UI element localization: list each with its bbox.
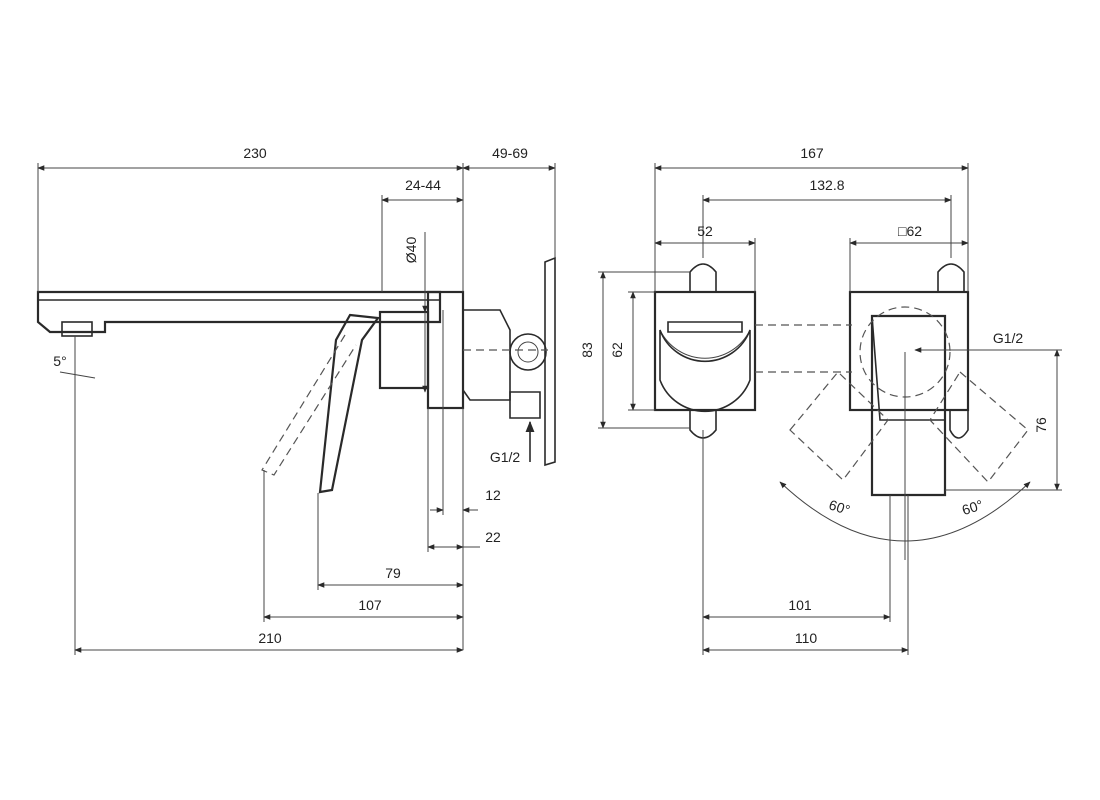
right-lug-bottom bbox=[949, 409, 969, 439]
lever-alt-position bbox=[261, 334, 357, 476]
dim-167-label: 167 bbox=[800, 145, 824, 161]
lever-rotated-right bbox=[929, 371, 1029, 483]
left-plate bbox=[653, 290, 757, 412]
dim-210-label: 210 bbox=[258, 630, 282, 646]
dim-12-label: 12 bbox=[485, 487, 501, 503]
dim-52-label: 52 bbox=[697, 223, 713, 239]
dim-5deg-label: 5° bbox=[53, 353, 66, 369]
valve-core bbox=[517, 341, 539, 363]
dim-110-label: 110 bbox=[795, 630, 818, 646]
dim-101-label: 101 bbox=[788, 597, 812, 613]
dim-1328-label: 132.8 bbox=[809, 177, 844, 193]
mixer-body bbox=[378, 310, 430, 390]
dim-62-label: 62 bbox=[609, 342, 625, 358]
spout-outline bbox=[36, 290, 442, 334]
angle-left-label: 60° bbox=[827, 496, 852, 518]
dim-62sq-label: □62 bbox=[898, 223, 922, 239]
dim-4969-label: 49-69 bbox=[492, 145, 528, 161]
front-view: 167 132.8 52 □62 83 62 G1/2 76 bbox=[579, 145, 1062, 655]
left-plate-curve bbox=[659, 329, 751, 359]
inlet-pipe bbox=[509, 391, 541, 419]
lever-handle bbox=[318, 313, 381, 494]
dim-d40-label: Ø40 bbox=[403, 237, 419, 264]
side-view: 230 49-69 24-44 Ø40 5° G1/2 12 22 7 bbox=[36, 145, 556, 655]
aerator bbox=[61, 321, 93, 337]
lever-rotated-left bbox=[789, 371, 889, 481]
dim-2444-label: 24-44 bbox=[405, 177, 441, 193]
front-inlet-label: G1/2 bbox=[993, 330, 1024, 346]
dim-83-label: 83 bbox=[579, 342, 595, 358]
dim-107-label: 107 bbox=[358, 597, 382, 613]
dim-22-label: 22 bbox=[485, 529, 501, 545]
front-lever-inner bbox=[871, 315, 946, 421]
valve-ring bbox=[509, 333, 547, 371]
cover-plate bbox=[426, 290, 465, 410]
mounting-box bbox=[544, 256, 556, 467]
valve-fitting bbox=[462, 309, 511, 401]
angle-right-label: 60° bbox=[960, 496, 985, 518]
dim-79-label: 79 bbox=[385, 565, 401, 581]
left-plate-arc bbox=[659, 329, 751, 413]
right-lug-top bbox=[937, 263, 965, 293]
right-plate bbox=[848, 290, 970, 412]
dim-5deg-line bbox=[59, 371, 96, 379]
left-plate-inner bbox=[667, 321, 743, 333]
dim-76-label: 76 bbox=[1033, 417, 1049, 433]
left-lug-top bbox=[689, 263, 717, 293]
front-lever bbox=[870, 314, 947, 497]
left-lug-bottom bbox=[689, 409, 717, 439]
inlet-label: G1/2 bbox=[490, 449, 521, 465]
dim-230-label: 230 bbox=[243, 145, 267, 161]
